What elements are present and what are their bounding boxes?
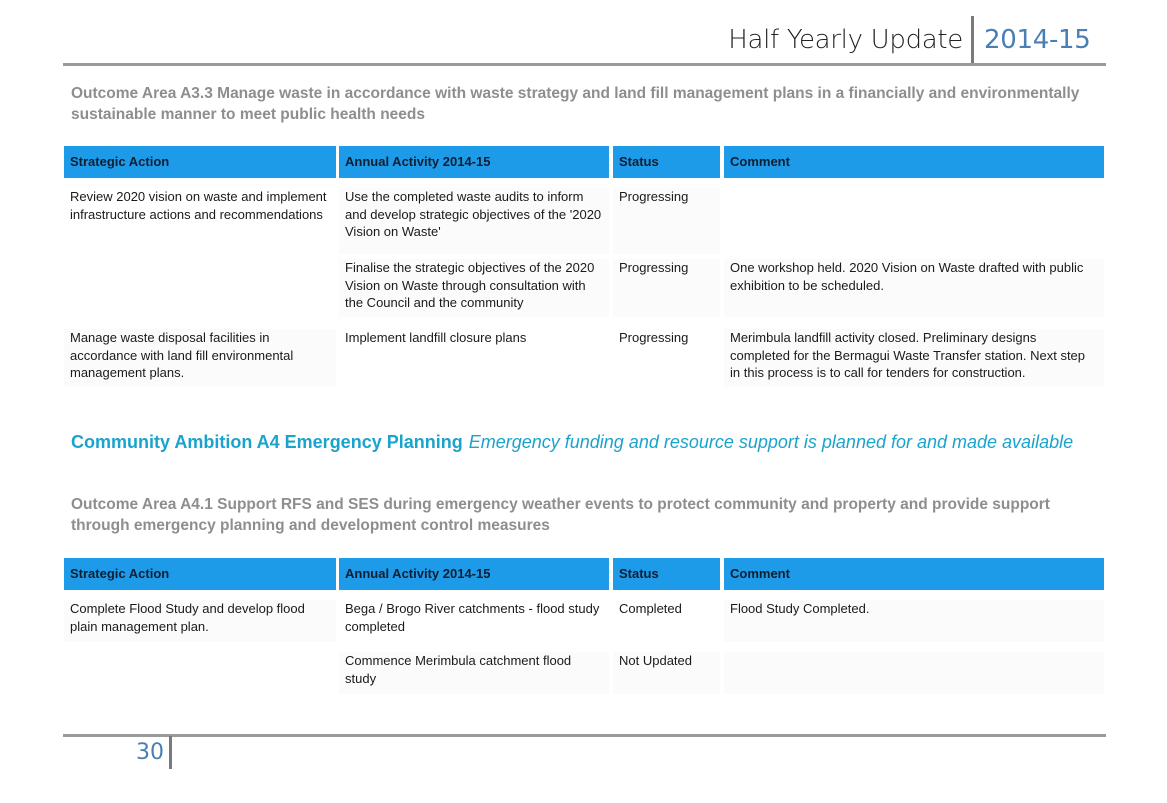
col-header-comment: Comment [724,558,1104,590]
header-year: 2014-15 [984,25,1091,55]
cell-activity: Implement landfill closure plans [345,330,527,345]
col-header-annual-activity: Annual Activity 2014-15 [339,146,609,178]
ambition-subtitle: Emergency funding and resource support i… [468,432,1074,452]
table-row: Manage waste disposal facilities in acco… [64,329,1104,387]
cell-status: Progressing [613,188,720,254]
table-a41: Strategic Action Annual Activity 2014-15… [64,558,1104,694]
ambition-heading-a4: Community Ambition A4 Emergency Planning… [71,430,1101,455]
col-header-strategic-action: Strategic Action [64,146,336,178]
col-header-status: Status [613,558,720,590]
col-header-annual-activity: Annual Activity 2014-15 [339,558,609,590]
table-row: Finalise the strategic objectives of the… [64,259,1104,317]
cell-comment [724,652,1104,694]
footer-rule [63,734,1106,737]
cell-status: Progressing [613,259,720,317]
cell-status: Completed [619,601,682,616]
header-title: Half Yearly Update [728,25,963,55]
outcome-heading-a33: Outcome Area A3.3 Manage waste in accord… [71,85,1080,123]
col-header-comment: Comment [724,146,1104,178]
table-row: Commence Merimbula catchment flood study… [64,652,1104,694]
cell-action: Manage waste disposal facilities in acco… [64,329,336,387]
col-header-status: Status [613,146,720,178]
table-row: Review 2020 vision on waste and implemen… [64,188,1104,254]
page-number: 30 [136,740,164,765]
cell-comment: Flood Study Completed. [724,600,1104,642]
table-row: Complete Flood Study and develop flood p… [64,600,1104,642]
ambition-title: Community Ambition A4 Emergency Planning [71,432,463,452]
footer-divider [169,736,172,769]
cell-status: Not Updated [613,652,720,694]
header-rule [63,63,1106,66]
cell-action: Complete Flood Study and develop flood p… [64,600,336,642]
cell-action: Review 2020 vision on waste and implemen… [70,189,327,222]
cell-activity: Bega / Brogo River catchments - flood st… [345,601,600,634]
cell-activity: Use the completed waste audits to inform… [339,188,609,254]
col-header-strategic-action: Strategic Action [64,558,336,590]
header-divider [971,16,974,64]
cell-status: Progressing [619,330,689,345]
table-header: Strategic Action Annual Activity 2014-15… [64,146,1104,178]
cell-activity: Commence Merimbula catchment flood study [339,652,609,694]
cell-comment: Merimbula landfill activity closed. Prel… [724,329,1104,387]
outcome-heading-a41: Outcome Area A4.1 Support RFS and SES du… [71,496,1050,534]
cell-comment: One workshop held. 2020 Vision on Waste … [724,259,1104,317]
table-header: Strategic Action Annual Activity 2014-15… [64,558,1104,590]
cell-activity: Finalise the strategic objectives of the… [339,259,609,317]
page-header: Half Yearly Update 2014-15 [0,0,1167,70]
table-a33: Strategic Action Annual Activity 2014-15… [64,146,1104,387]
